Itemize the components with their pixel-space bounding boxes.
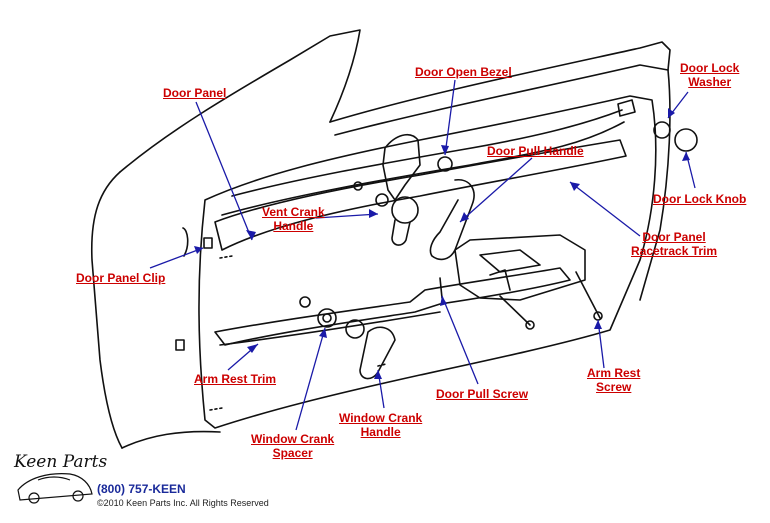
arm-rest-screw-shank: [575, 271, 601, 319]
racetrack-trim: [214, 139, 627, 251]
vent-crank-knob: [391, 196, 419, 224]
door-pull-screw-shank: [439, 277, 443, 299]
racetrack-upper: [231, 109, 623, 197]
label-window-crank-handle-line2: Handle: [360, 425, 401, 439]
window-crank-screw: [299, 296, 311, 308]
footer-copyright: ©2010 Keen Parts Inc. All Rights Reserve…: [97, 498, 269, 508]
label-door-lock-knob[interactable]: Door Lock Knob: [653, 192, 747, 206]
leader-window-crank-spacer: [295, 327, 326, 431]
bezel-ring: [437, 156, 453, 172]
label-racetrack-line2: Racetrack Trim: [631, 244, 718, 258]
door-pull-handle-shape: [429, 179, 475, 261]
window-frame-outline: [119, 29, 361, 173]
clip-bend: [182, 227, 189, 257]
door-lock-knob-shape: [674, 128, 698, 152]
door-shell-bottom: [121, 430, 221, 449]
bracket-screw: [499, 295, 531, 326]
label-door-lock-washer[interactable]: Door Lock Washer: [680, 61, 739, 89]
leader-door-panel-clip: [149, 247, 204, 269]
door-clip-1: [203, 237, 213, 249]
label-door-open-bezel[interactable]: Door Open Bezel: [415, 65, 512, 79]
label-window-crank-handle[interactable]: Window Crank Handle: [339, 411, 422, 439]
label-window-crank-spacer-line1: Window Crank: [251, 432, 335, 446]
label-window-crank-spacer[interactable]: Window Crank Spacer: [251, 432, 334, 460]
vent-spacer: [375, 193, 389, 207]
label-arm-rest-trim[interactable]: Arm Rest Trim: [194, 372, 277, 386]
leader-door-open-bezel: [444, 79, 456, 156]
label-vent-crank-handle[interactable]: Vent Crank Handle: [262, 205, 325, 233]
leader-racetrack: [569, 181, 641, 237]
label-door-panel-clip[interactable]: Door Panel Clip: [76, 271, 166, 285]
label-door-pull-handle[interactable]: Door Pull Handle: [487, 144, 584, 158]
bracket-detail-2: [489, 269, 511, 291]
bezel-shape: [382, 133, 421, 201]
arm-rest-lower: [219, 311, 441, 346]
label-window-crank-spacer-line2: Spacer: [272, 446, 313, 460]
door-panel-outline: [198, 95, 657, 429]
label-arm-rest-screw-line2: Screw: [596, 380, 632, 394]
label-vent-crank-line2: Handle: [273, 219, 314, 233]
label-window-crank-handle-line1: Window Crank: [339, 411, 423, 425]
label-vent-crank-line1: Vent Crank: [262, 205, 325, 219]
door-shell-left: [90, 171, 123, 449]
door-shell-right: [639, 69, 671, 301]
door-clip-2: [175, 339, 185, 351]
door-top-rail: [329, 41, 671, 123]
door-lock-washer-shape: [653, 121, 671, 139]
leader-door-panel: [195, 101, 253, 241]
arm-rest-trim: [214, 267, 571, 346]
label-door-lock-washer-line2: Washer: [688, 75, 732, 89]
label-racetrack-line1: Door Panel: [642, 230, 706, 244]
leader-door-pull-handle: [459, 157, 533, 223]
label-door-lock-washer-line1: Door Lock: [680, 61, 740, 75]
logo-car-icon: [17, 473, 93, 504]
keen-parts-logo: Keen Parts: [14, 452, 108, 472]
window-crank-washer: [345, 319, 365, 339]
label-door-pull-screw[interactable]: Door Pull Screw: [436, 387, 529, 401]
racetrack-inner: [221, 121, 625, 216]
footer-phone[interactable]: (800) 757-KEEN: [97, 482, 186, 496]
vent-crank-arm: [391, 219, 411, 246]
window-crank-spacer-ring: [317, 308, 337, 328]
leader-vent-crank: [315, 213, 379, 219]
vent-screw: [353, 181, 363, 191]
label-door-panel[interactable]: Door Panel: [163, 86, 227, 100]
lock-rod: [617, 99, 636, 117]
door-outer-top: [334, 64, 669, 136]
door-pull-bracket: [454, 234, 586, 301]
bracket-detail-1: [479, 249, 541, 273]
leader-door-pull-screw: [441, 295, 479, 385]
label-arm-rest-screw-line1: Arm Rest: [587, 366, 641, 380]
label-arm-rest-screw[interactable]: Arm Rest Screw: [587, 366, 640, 394]
label-door-panel-racetrack-trim[interactable]: Door Panel Racetrack Trim: [631, 230, 717, 258]
